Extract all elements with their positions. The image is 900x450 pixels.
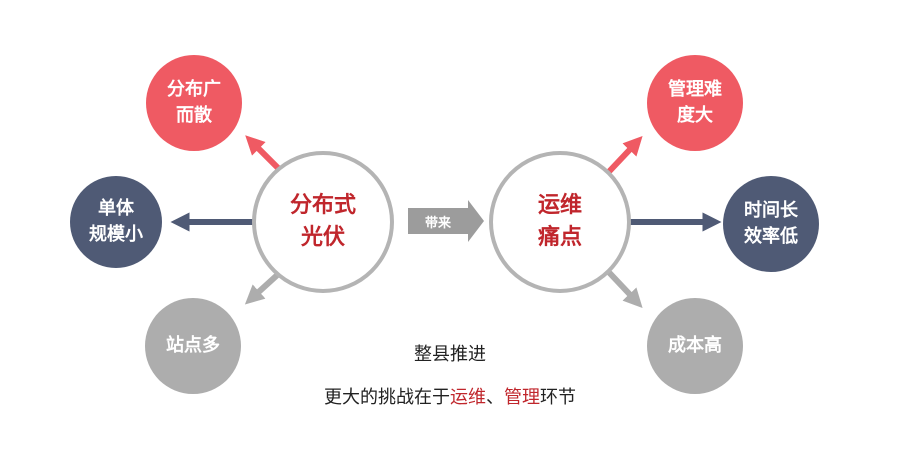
node-many-sites: 站点多 (145, 298, 241, 394)
caption-highlight-management: 管理 (504, 387, 540, 408)
caption-highlight-om: 运维 (450, 387, 486, 408)
hub-om-pain-points: 运维 痛点 (489, 151, 631, 293)
hub-distributed-pv: 分布式 光伏 (252, 151, 394, 293)
caption-suffix: 环节 (540, 387, 576, 408)
caption-prefix: 更大的挑战在于 (324, 387, 450, 408)
bring-label: 带来 (424, 215, 451, 231)
node-time-efficiency: 时间长 效率低 (723, 176, 819, 272)
node-high-cost: 成本高 (647, 298, 743, 394)
caption-line-2: 更大的挑战在于运维、管理环节 (0, 383, 900, 409)
node-wide-distribution: 分布广 而散 (146, 55, 242, 151)
node-small-scale: 单体 规模小 (70, 176, 162, 268)
bring-arrow (408, 200, 484, 242)
node-management-difficulty: 管理难 度大 (647, 55, 743, 151)
caption-separator: 、 (486, 387, 504, 408)
caption-line-1: 整县推进 (414, 344, 486, 365)
